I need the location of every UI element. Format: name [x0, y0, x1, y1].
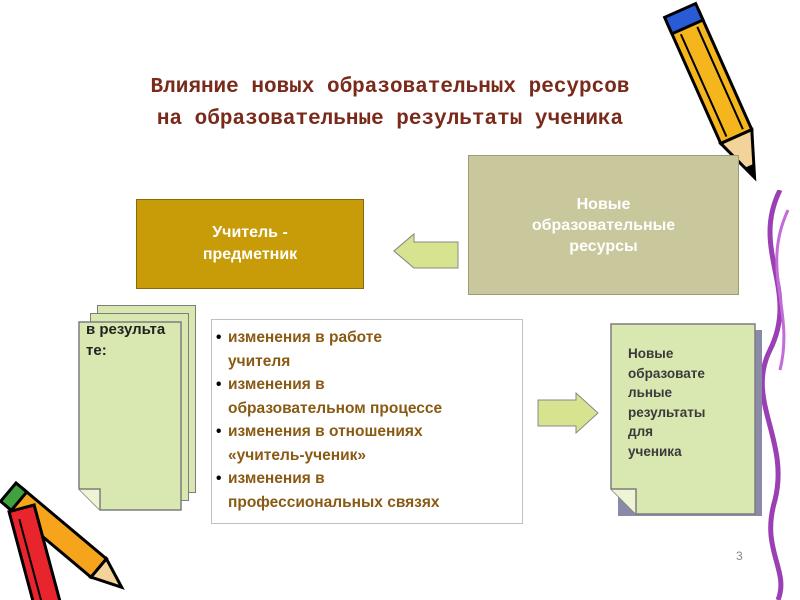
results-line-2: образовате [628, 365, 705, 381]
list-item-line-2: учителя [228, 352, 291, 370]
arrow-left-icon [393, 232, 459, 269]
pencils-icon [0, 480, 125, 600]
list-item-line-2: профессиональных связях [228, 493, 440, 511]
page-number: 3 [736, 549, 743, 563]
list-item-line-1: изменения в [228, 376, 325, 393]
results-doc [610, 323, 756, 515]
results-line-5: для [628, 424, 654, 439]
teacher-line-1: Учитель - [212, 224, 288, 241]
page-title: Влияние новых образовательных ресурсов н… [60, 72, 720, 136]
ribbon-squiggle-icon [759, 190, 790, 600]
resources-line-1: Новые [576, 195, 631, 213]
results-line-3: льные [628, 385, 673, 400]
doc-label: в результате: [86, 321, 166, 359]
list-item-line-2: «учитель-ученик» [228, 446, 367, 464]
teacher-box: Учитель - предметник [136, 199, 364, 289]
resources-box: Новые образовательные ресурсы [468, 155, 739, 295]
teacher-line-2: предметник [202, 246, 298, 263]
results-line-4: результаты [628, 404, 706, 420]
list-item-line-1: изменения в [228, 470, 325, 487]
results-line-1: Новые [628, 346, 674, 361]
pencil-icon [662, 1, 757, 182]
list-item-line-1: изменения в работе [228, 329, 382, 346]
arrow-right-icon [537, 391, 599, 435]
resources-line-3: ресурсы [569, 237, 638, 255]
results-line-6: ученика [628, 443, 682, 459]
changes-list: изменения в работе учителя изменения в о… [211, 319, 523, 524]
title-line-2: на образовательные результаты ученика [156, 108, 624, 131]
resources-line-2: образовательные [531, 216, 676, 234]
list-item: изменения в работе учителя [216, 326, 522, 373]
list-item: изменения в профессиональных связях [216, 467, 522, 514]
doc-sheet-front [78, 321, 182, 511]
results-label: Новые образовате льные результаты для уч… [628, 344, 736, 461]
title-line-1: Влияние новых образовательных ресурсов [150, 76, 630, 99]
list-item-line-1: изменения в отношениях [228, 423, 423, 440]
list-item: изменения в образовательном процессе [216, 373, 522, 420]
list-item-line-2: образовательном процессе [228, 399, 443, 417]
list-item: изменения в отношениях «учитель-ученик» [216, 420, 522, 467]
